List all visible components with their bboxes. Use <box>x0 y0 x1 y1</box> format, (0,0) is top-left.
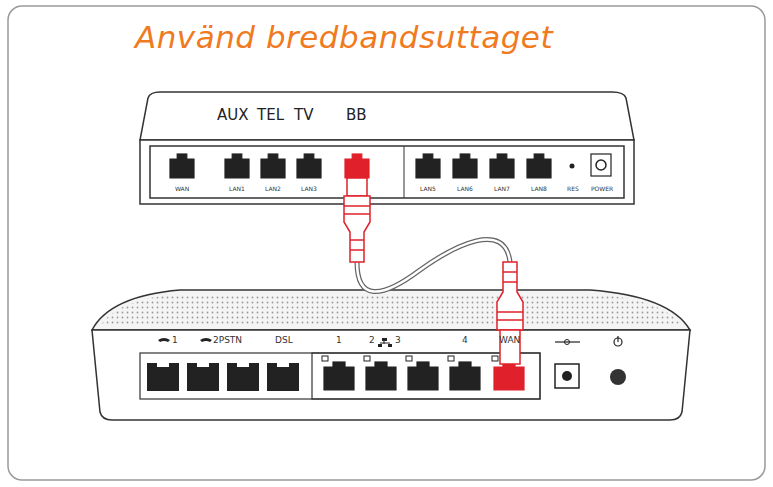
ethernet-port <box>366 367 396 390</box>
port-label: WAN <box>499 336 520 345</box>
led <box>322 356 328 361</box>
port-tab <box>459 362 471 368</box>
port-label: 4 <box>462 336 468 345</box>
phone-port <box>227 363 259 391</box>
led <box>406 356 412 361</box>
port-label: LAN6 <box>457 186 473 192</box>
port-group-label: TV <box>294 108 313 123</box>
led <box>364 356 370 361</box>
ethernet-port <box>324 367 354 390</box>
port-notch <box>197 363 209 367</box>
diagram-title: Använd bredbandsuttaget <box>135 22 553 53</box>
ethernet-port <box>494 367 524 390</box>
ethernet-port <box>450 367 480 390</box>
port-tab <box>268 154 278 160</box>
port-tab <box>460 154 470 160</box>
port-label: 1 <box>336 336 342 345</box>
ethernet-port <box>416 159 440 178</box>
ethernet-port <box>527 159 551 178</box>
ethernet-port <box>453 159 477 178</box>
ethernet-port <box>490 159 514 178</box>
phone-port <box>147 363 179 391</box>
port-label: 1 <box>172 336 178 345</box>
port-label: LAN5 <box>420 186 436 192</box>
led <box>448 356 454 361</box>
port-label: POWER <box>591 186 613 192</box>
ethernet-port <box>297 159 321 178</box>
port-notch <box>277 363 289 367</box>
port-label: WAN <box>175 186 189 192</box>
port-label: 3 <box>395 336 401 345</box>
port-tab <box>304 154 314 160</box>
ethernet-port <box>345 159 369 178</box>
ethernet-port <box>408 367 438 390</box>
port-group-label: AUX <box>217 108 249 123</box>
port-label: LAN3 <box>301 186 317 192</box>
phone-port <box>267 363 299 391</box>
ethernet-port <box>225 159 249 178</box>
port-label: LAN1 <box>229 186 245 192</box>
port-label: LAN7 <box>494 186 510 192</box>
port-label: 2PSTN <box>213 336 242 345</box>
port-tab <box>417 362 429 368</box>
port-tab <box>352 154 362 160</box>
port-label: RES <box>567 186 579 192</box>
phone-port <box>187 363 219 391</box>
port-tab <box>497 154 507 160</box>
port-notch <box>237 363 249 367</box>
port-tab <box>534 154 544 160</box>
port-tab <box>375 362 387 368</box>
ethernet-port <box>261 159 285 178</box>
led <box>492 356 498 361</box>
port-label: LAN8 <box>531 186 547 192</box>
port-label: 2 <box>369 336 375 345</box>
port-label: DSL <box>275 336 293 345</box>
port-group-label: TEL <box>257 108 284 123</box>
port-tab <box>177 154 187 160</box>
port-tab <box>333 362 345 368</box>
port-tab <box>423 154 433 160</box>
port-tab <box>232 154 242 160</box>
port-notch <box>157 363 169 367</box>
ethernet-port <box>170 159 194 178</box>
port-group-label: BB <box>346 108 367 123</box>
port-label: LAN2 <box>265 186 281 192</box>
